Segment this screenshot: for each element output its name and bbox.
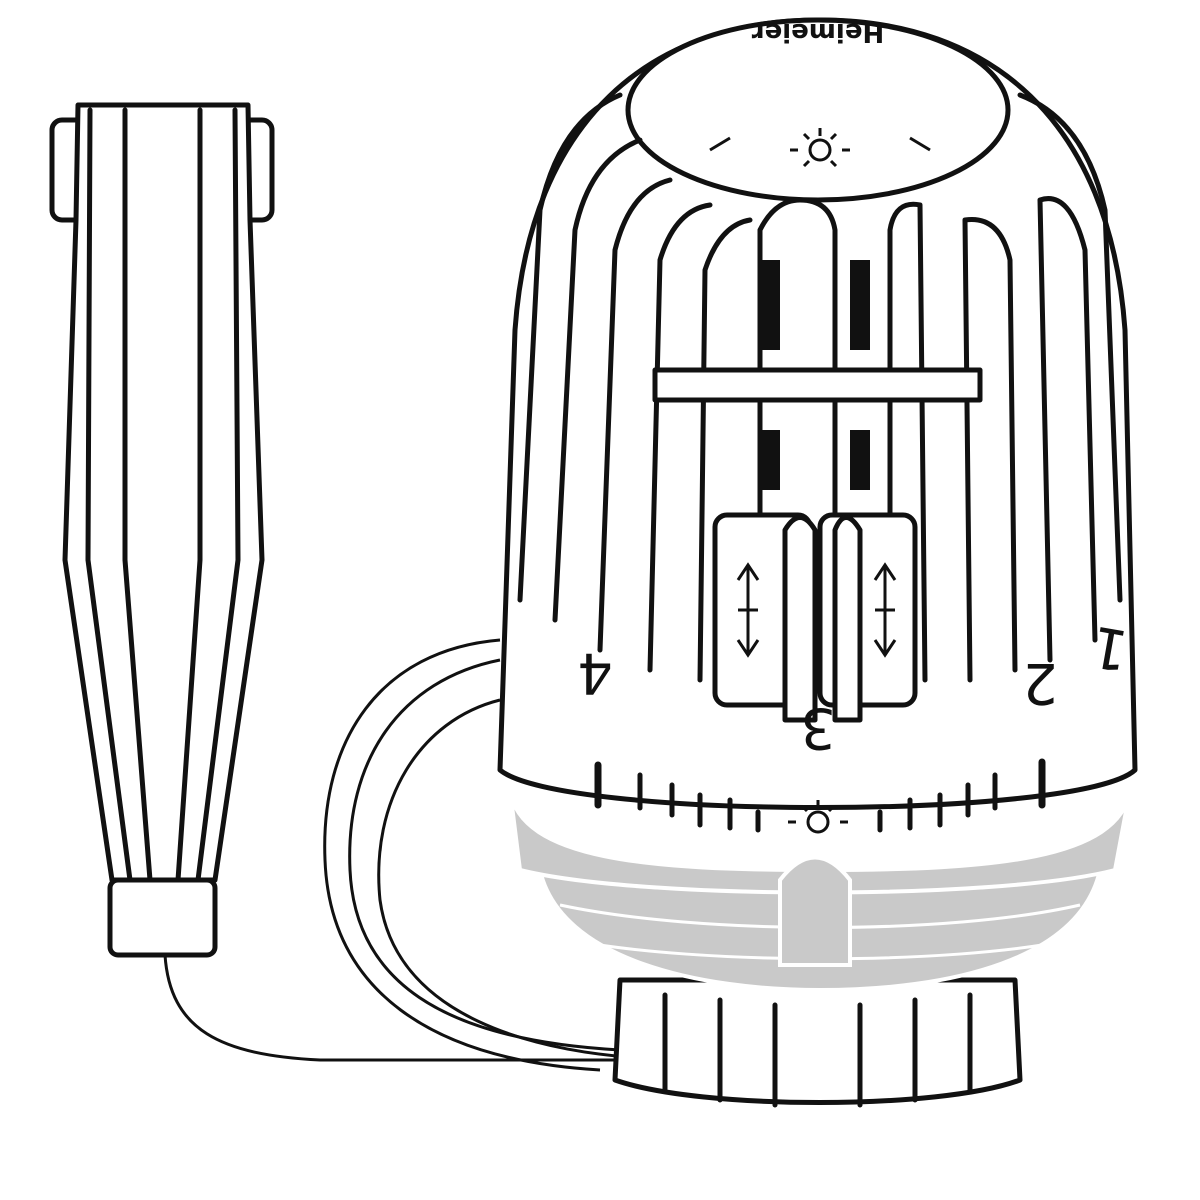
grip-ribs <box>517 92 1123 693</box>
scale-number-3: 3 <box>800 695 836 760</box>
scale-number-4: 4 <box>577 640 613 705</box>
capillary-tube <box>163 638 701 1072</box>
brand-label: Heimeier <box>752 17 885 47</box>
limiter-clips <box>712 512 918 723</box>
thermostat-head: Heimeier 4 3 2 1 <box>497 17 1138 834</box>
indicator-pointer <box>778 855 852 967</box>
scale-ticks <box>594 758 1046 833</box>
sun-icon <box>788 800 848 834</box>
scale-number-2: 2 <box>1022 650 1058 715</box>
sun-icon <box>709 128 931 168</box>
up-down-arrow-icon <box>736 562 897 658</box>
remote-sensor <box>49 102 275 958</box>
valve-adapter <box>508 789 1132 1108</box>
